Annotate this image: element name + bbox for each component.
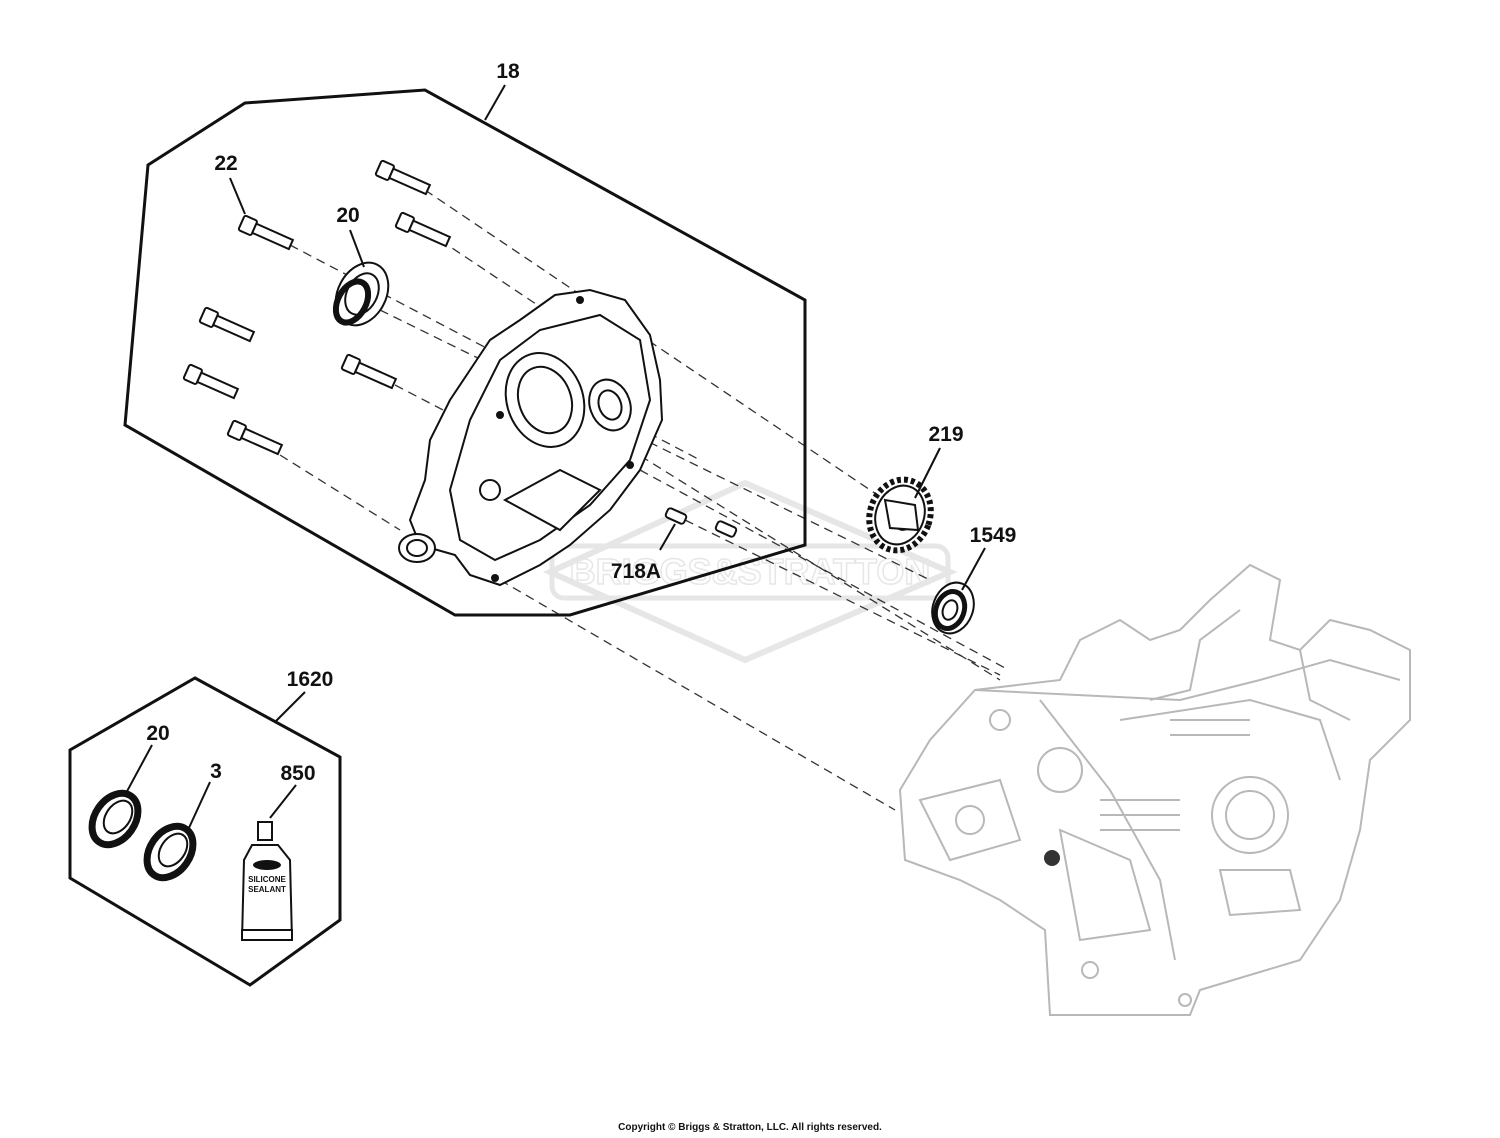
bolt[interactable] bbox=[237, 214, 295, 252]
kit-seal-3[interactable] bbox=[138, 818, 203, 887]
oil-seal[interactable] bbox=[325, 254, 398, 335]
callout-leader-1549 bbox=[961, 547, 986, 591]
ball-bearing[interactable] bbox=[925, 577, 980, 640]
callout-leader-18 bbox=[484, 84, 506, 121]
callout-leader-1620 bbox=[274, 691, 306, 723]
callout-leader-20-kit bbox=[124, 744, 153, 796]
callout-850[interactable]: 850 bbox=[280, 762, 315, 785]
callout-leader-20 bbox=[349, 229, 365, 268]
bolt[interactable] bbox=[182, 363, 240, 401]
gasket-kit-outline bbox=[68, 676, 342, 987]
sealant-label-line1: SILICONE bbox=[248, 875, 286, 884]
callout-leader-22 bbox=[229, 177, 246, 215]
engine-block-ghost bbox=[898, 563, 1411, 1016]
callout-20-top[interactable]: 20 bbox=[336, 204, 359, 227]
sealant-tube[interactable]: SILICONE SEALANT bbox=[240, 821, 294, 941]
callout-219[interactable]: 219 bbox=[928, 423, 963, 446]
bolt[interactable] bbox=[198, 306, 256, 344]
bolt-parts bbox=[182, 159, 452, 457]
callout-leader-219 bbox=[914, 447, 941, 499]
brand-watermark: BRIGGS&STRATTON bbox=[542, 479, 958, 664]
bolt[interactable] bbox=[394, 211, 452, 249]
callout-22[interactable]: 22 bbox=[214, 152, 237, 175]
watermark-text: BRIGGS&STRATTON bbox=[570, 551, 931, 592]
callout-leader-3 bbox=[187, 781, 211, 831]
callout-20-kit[interactable]: 20 bbox=[146, 722, 169, 745]
crankcase-cover[interactable] bbox=[398, 288, 664, 587]
copyright-notice: Copyright © Briggs & Stratton, LLC. All … bbox=[618, 1122, 882, 1133]
callout-18[interactable]: 18 bbox=[496, 60, 520, 83]
bolt[interactable] bbox=[374, 159, 432, 197]
callout-1620[interactable]: 1620 bbox=[287, 668, 334, 691]
callout-leader-718a bbox=[659, 523, 676, 551]
kit-oil-seal[interactable] bbox=[83, 785, 148, 854]
callout-1549[interactable]: 1549 bbox=[970, 524, 1017, 547]
bolt[interactable] bbox=[226, 419, 284, 457]
callout-3[interactable]: 3 bbox=[210, 760, 222, 783]
sealant-label-line2: SEALANT bbox=[248, 885, 286, 894]
crankcase-cover-kit-outline bbox=[123, 88, 807, 617]
bolt[interactable] bbox=[340, 353, 398, 391]
callout-718a[interactable]: 718A bbox=[611, 560, 661, 583]
callout-leader-850 bbox=[269, 784, 297, 819]
engine-stud-mark bbox=[1044, 850, 1060, 866]
dowel-pins[interactable] bbox=[664, 507, 738, 538]
